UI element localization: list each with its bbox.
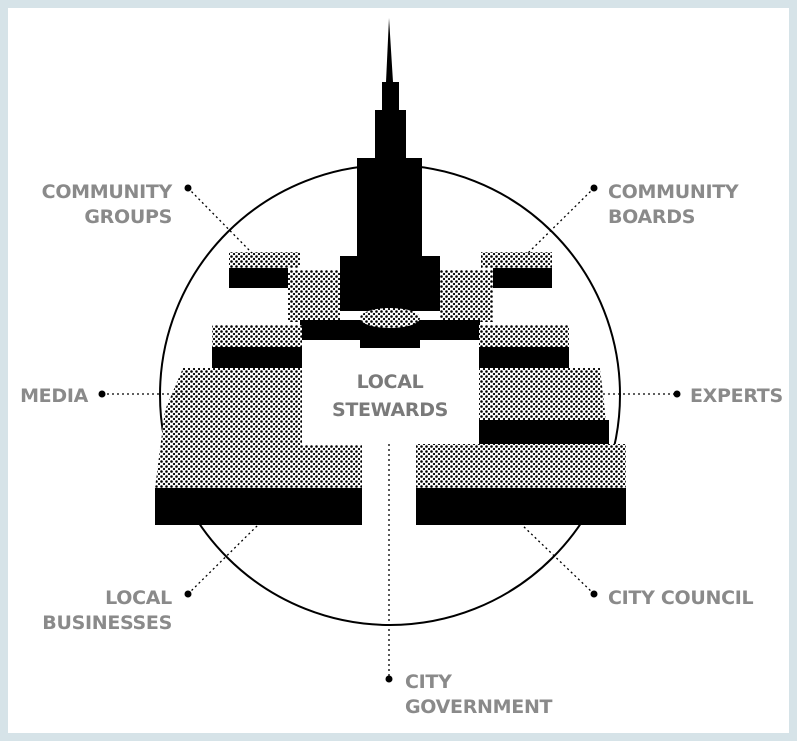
block-middle-left xyxy=(212,325,302,369)
center-label-line2: STEWARDS xyxy=(332,399,448,421)
label-media: MEDIA xyxy=(20,385,89,407)
tower-spire xyxy=(386,18,393,82)
dot-community-groups xyxy=(184,184,192,192)
label-community-boards-line2: BOARDS xyxy=(608,206,695,228)
label-community-boards-line1: COMMUNITY xyxy=(608,181,739,203)
tower-tier-1 xyxy=(382,82,399,110)
connector-community-boards xyxy=(527,187,595,254)
dot-community-boards xyxy=(590,184,598,192)
tower-tier-4 xyxy=(340,256,440,311)
dot-city-council xyxy=(590,590,598,598)
connectors xyxy=(102,187,677,678)
connector-community-groups xyxy=(187,187,253,254)
dot-city-government xyxy=(385,675,393,683)
label-city-government-line1: CITY xyxy=(405,671,452,693)
block-upper-right xyxy=(440,252,552,322)
connector-city-council xyxy=(521,524,595,595)
tower xyxy=(340,18,440,311)
label-local-businesses-line2: BUSINESSES xyxy=(42,612,172,634)
dot-experts xyxy=(673,390,681,398)
label-local-businesses-line1: LOCAL xyxy=(105,587,172,609)
center-box xyxy=(302,348,479,444)
tower-tier-3 xyxy=(357,158,422,256)
label-city-council: CITY COUNCIL xyxy=(608,587,753,609)
block-lower-left xyxy=(155,368,362,525)
dot-local-businesses xyxy=(184,590,192,598)
tower-tier-2 xyxy=(375,110,406,158)
connector-dots xyxy=(98,184,681,683)
block-middle-right xyxy=(479,325,569,369)
dot-media xyxy=(98,390,106,398)
block-upper-left xyxy=(229,252,340,322)
label-community-groups-line2: GROUPS xyxy=(84,206,172,228)
center-label-line1: LOCAL xyxy=(357,371,424,393)
connector-local-businesses xyxy=(187,524,259,595)
label-community-groups-line1: COMMUNITY xyxy=(42,181,173,203)
block-lower-right xyxy=(416,368,626,525)
label-experts: EXPERTS xyxy=(690,385,783,407)
tower-base xyxy=(300,308,480,348)
label-city-government-line2: GOVERNMENT xyxy=(405,696,553,718)
